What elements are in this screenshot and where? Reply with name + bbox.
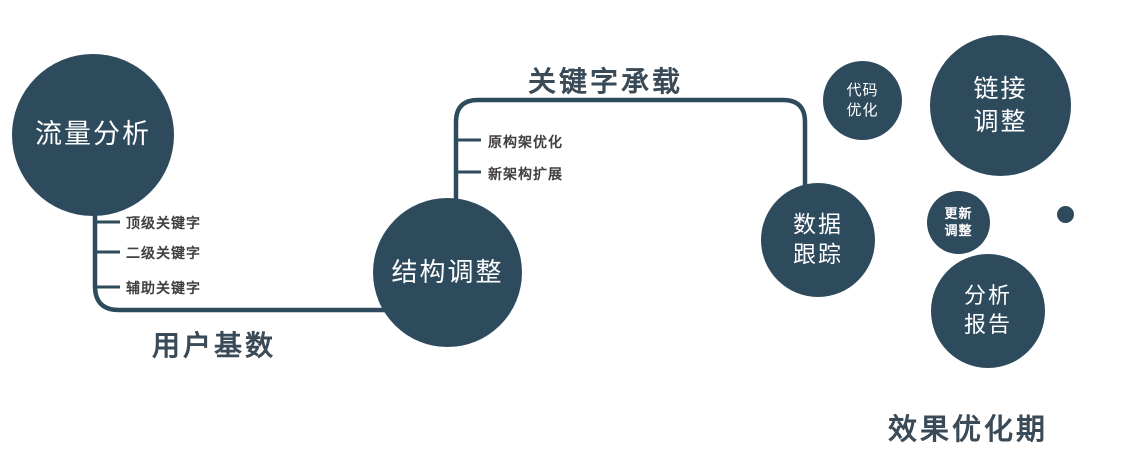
node-structure-adjustment-label: 结构调整 bbox=[391, 256, 504, 287]
node-traffic-analysis-label: 流量分析 bbox=[35, 119, 151, 150]
node-data-tracking-line2: 跟踪 bbox=[793, 241, 843, 267]
node-structure-adjustment: 结构调整 bbox=[373, 198, 522, 347]
branch-auxiliary-keywords: 辅助关键字 bbox=[126, 280, 201, 296]
node-update-adjustment-line2: 调整 bbox=[944, 222, 973, 238]
connector-structure-to-data-tracking bbox=[453, 97, 808, 202]
node-data-tracking-line1: 数据 bbox=[793, 211, 843, 238]
branch-original-architecture-optimization: 原构架优化 bbox=[488, 134, 563, 150]
branch-new-architecture-extension: 新架构扩展 bbox=[488, 166, 563, 182]
node-analysis-report-line2: 报告 bbox=[963, 312, 1012, 337]
node-update-adjustment-line1: 更新 bbox=[944, 205, 973, 221]
branch-top-keywords: 顶级关键字 bbox=[126, 215, 201, 231]
footer-label-effect-optimization: 效果优化期 bbox=[888, 414, 1049, 446]
node-code-optimization: 代码 优化 bbox=[823, 61, 902, 140]
node-link-adjustment: 链接 调整 bbox=[930, 35, 1071, 176]
edge-label-user-base: 用户基数 bbox=[152, 330, 277, 361]
node-analysis-report-line1: 分析 bbox=[963, 283, 1012, 309]
node-analysis-report: 分析 报告 bbox=[931, 254, 1045, 368]
node-code-optimization-line2: 优化 bbox=[846, 101, 879, 119]
bullet-dot bbox=[1057, 206, 1074, 223]
branch-secondary-keywords: 二级关键字 bbox=[126, 245, 201, 261]
node-code-optimization-line1: 代码 bbox=[846, 82, 879, 99]
node-update-adjustment: 更新 调整 bbox=[927, 191, 990, 254]
node-data-tracking: 数据 跟踪 bbox=[761, 183, 875, 297]
node-traffic-analysis: 流量分析 bbox=[12, 54, 174, 216]
edge-label-keyword-carry: 关键字承载 bbox=[528, 66, 684, 97]
node-link-adjustment-line1: 链接 bbox=[973, 75, 1028, 103]
node-link-adjustment-line2: 调整 bbox=[973, 107, 1028, 136]
